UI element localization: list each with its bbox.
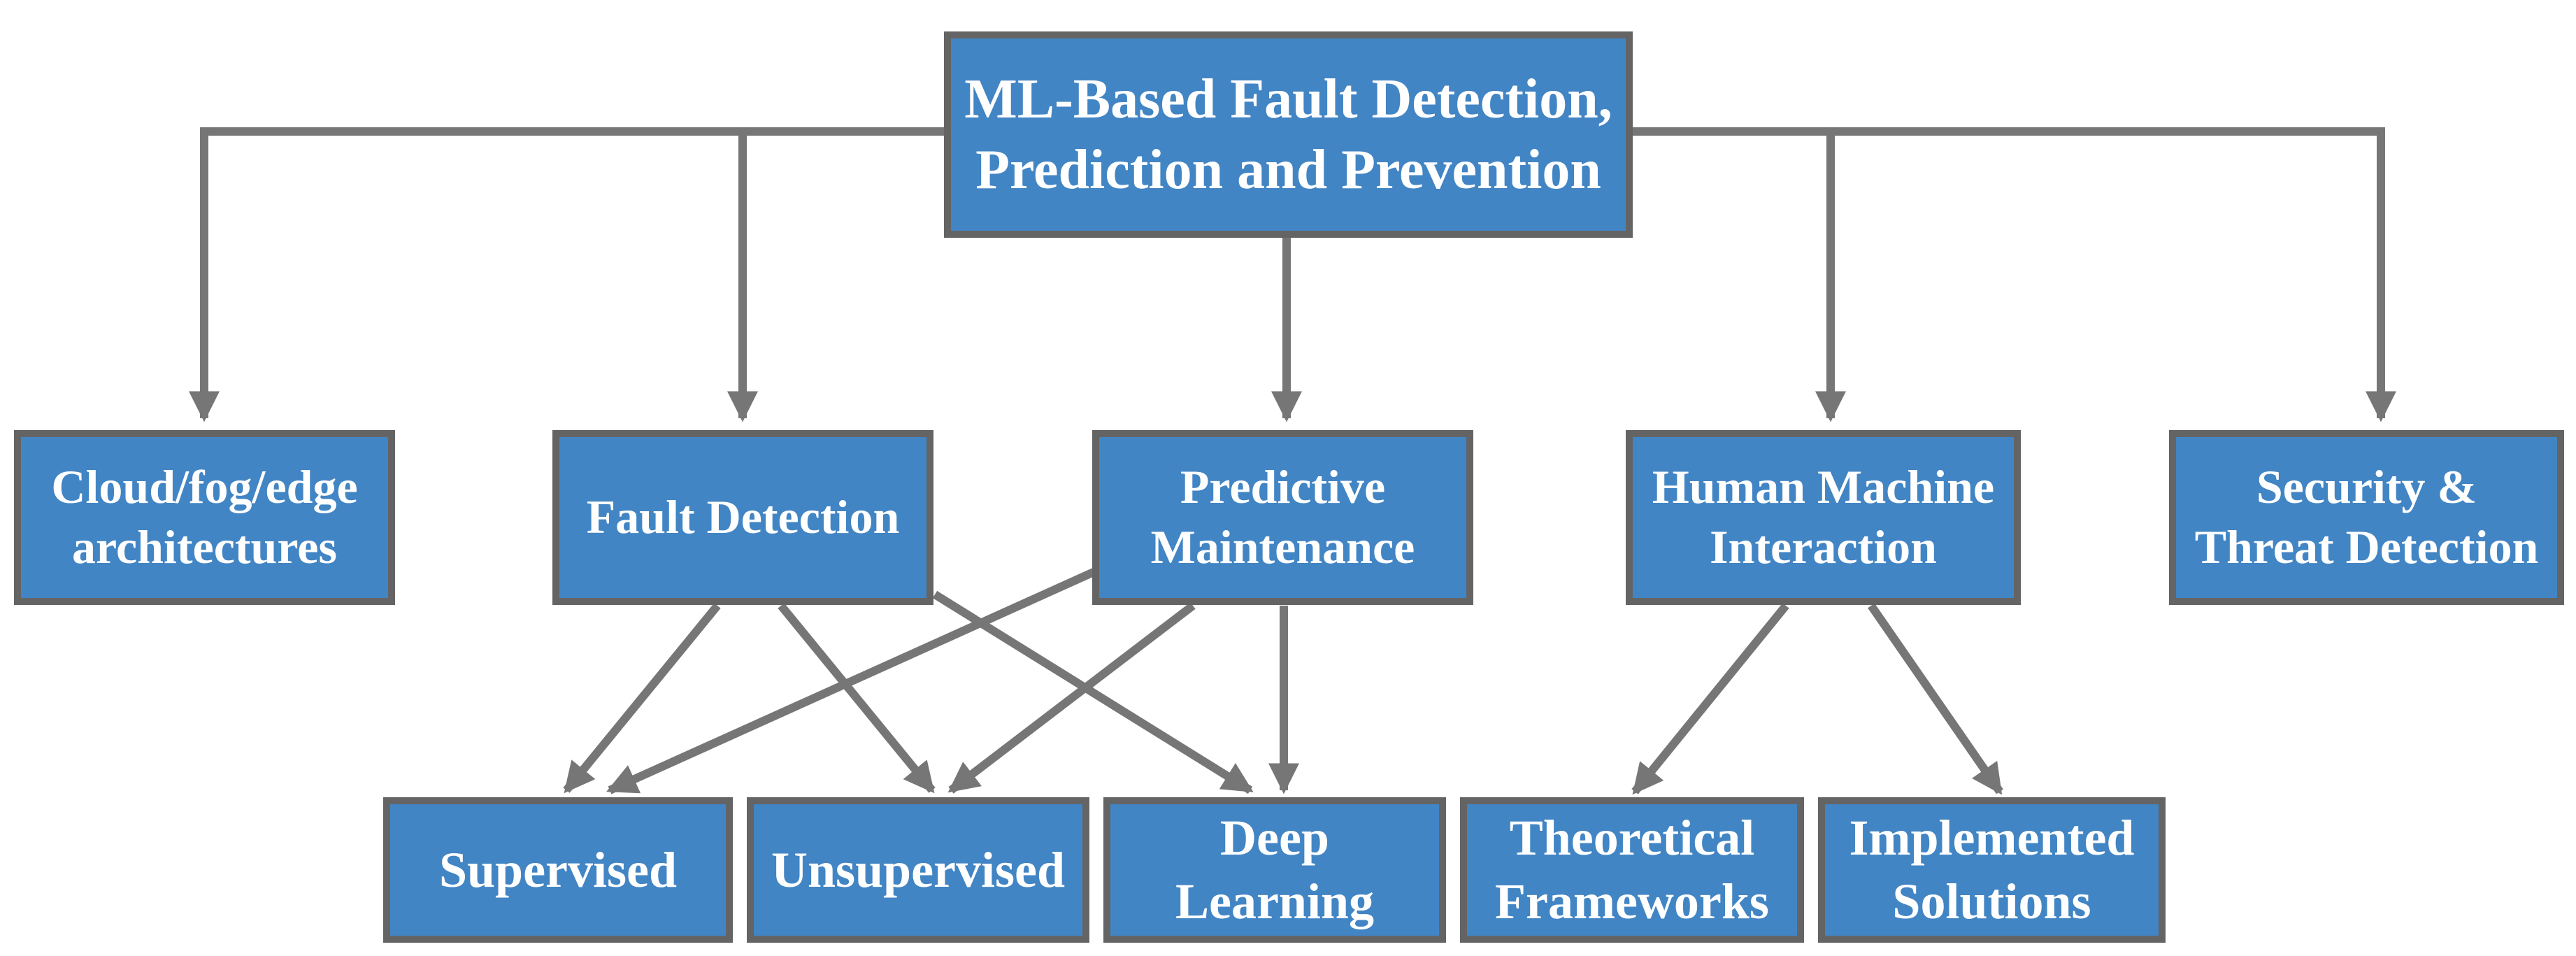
node-ml-based-root-line2: Prediction and Prevention: [975, 138, 1601, 201]
node-human-machine-interaction: Human Machine Interaction: [1626, 430, 2021, 605]
node-predictive-maintenance: Predictive Maintenance: [1092, 430, 1473, 605]
node-supervised-line1: Supervised: [438, 841, 678, 898]
edge-fault-unsupervised: [778, 603, 936, 794]
edge-hmi-implemented: [1868, 603, 2003, 795]
node-theoretical-frameworks-line2: Frameworks: [1495, 873, 1769, 929]
node-deep-learning-line1: Deep: [1220, 810, 1329, 866]
node-predictive-maintenance-line1: Predictive: [1180, 460, 1386, 514]
edge-hmi-theoretical: [1631, 603, 1789, 795]
node-fault-detection: Fault Detection: [552, 430, 933, 605]
node-predictive-maintenance-line2: Maintenance: [1150, 520, 1415, 573]
node-cloud-fog-edge-line2: architectures: [72, 520, 337, 573]
node-deep-learning-line2: Learning: [1175, 873, 1375, 929]
node-human-machine-interaction-line1: Human Machine: [1652, 460, 1995, 514]
edge-fault-supervised: [563, 603, 721, 794]
node-security-threat-detection-line2: Threat Detection: [2194, 520, 2539, 573]
node-cloud-fog-edge: Cloud/fog/edge architectures: [14, 430, 395, 605]
edge-predictive-supervised: [606, 568, 1096, 794]
node-human-machine-interaction-line2: Interaction: [1710, 520, 1937, 573]
node-unsupervised-line1: Unsupervised: [771, 841, 1066, 898]
edge-fault-deep: [932, 590, 1254, 794]
node-security-threat-detection: Security & Threat Detection: [2169, 430, 2564, 605]
node-unsupervised: Unsupervised: [747, 797, 1089, 943]
node-theoretical-frameworks: Theoretical Frameworks: [1460, 797, 1804, 943]
node-ml-based-root: ML-Based Fault Detection, Prediction and…: [944, 31, 1633, 238]
node-implemented-solutions-line1: Implemented: [1849, 810, 2135, 866]
node-security-threat-detection-line1: Security &: [2256, 460, 2477, 514]
node-fault-detection-line1: Fault Detection: [586, 490, 900, 544]
edge-predictive-unsupervised: [947, 602, 1196, 794]
node-theoretical-frameworks-line1: Theoretical: [1509, 810, 1755, 866]
node-implemented-solutions: Implemented Solutions: [1818, 797, 2166, 943]
node-implemented-solutions-line2: Solutions: [1892, 873, 2091, 929]
node-supervised: Supervised: [383, 797, 733, 943]
node-ml-based-root-line1: ML-Based Fault Detection,: [964, 68, 1612, 130]
node-deep-learning: Deep Learning: [1103, 797, 1446, 943]
node-cloud-fog-edge-line1: Cloud/fog/edge: [51, 460, 358, 514]
